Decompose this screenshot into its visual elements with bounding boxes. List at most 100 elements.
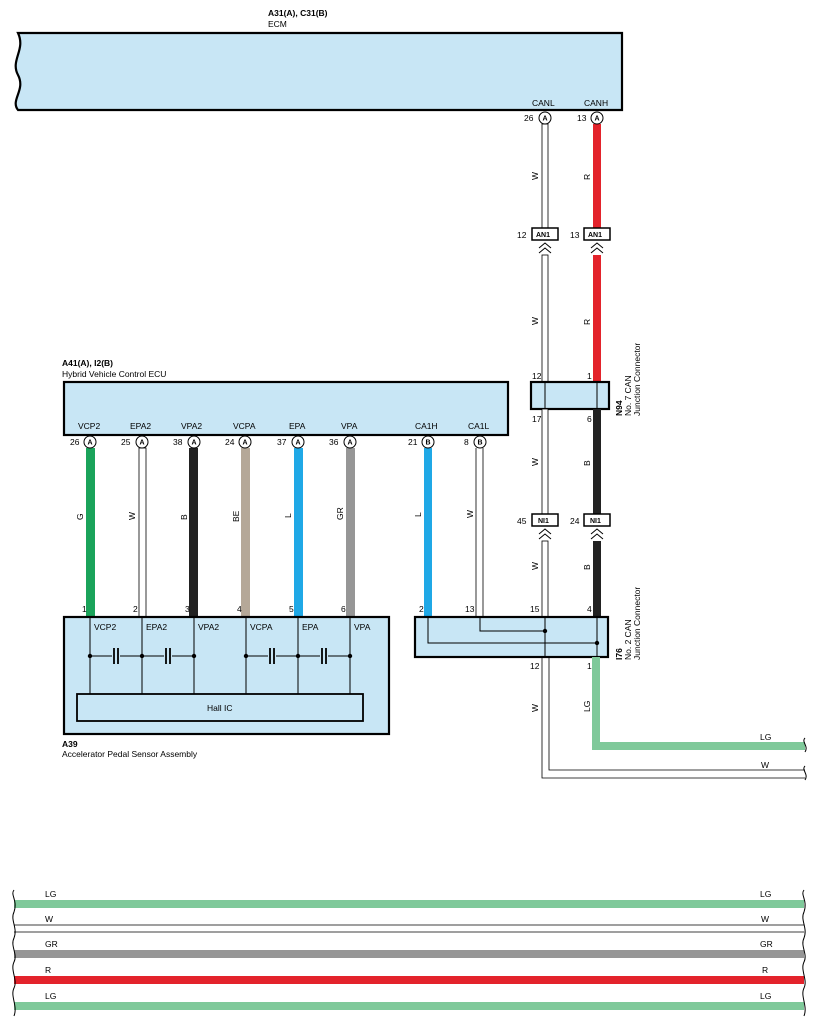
hv-pin-vcpa-circle — [238, 435, 252, 449]
chevron-ni1-w-icon — [538, 528, 552, 540]
sensor-pin-6-num: 6 — [341, 604, 346, 614]
wire-ca1l — [475, 448, 484, 617]
hv-pin-ca1h-num: 21 — [408, 437, 418, 447]
connector-ni1-w — [531, 513, 559, 527]
n94-label: N94 No. 7 CAN Junction Connector — [614, 343, 642, 416]
wire-label-ni1-b: B — [582, 564, 592, 570]
hv-pin-vcp2-num: 26 — [70, 437, 80, 447]
connector-ni1-b-label: NI1 — [590, 518, 601, 525]
hv-pin-epa-num: 37 — [277, 437, 287, 447]
i76-pin-top-b: 4 — [587, 604, 592, 614]
connector-an1-canl-label: AN1 — [536, 232, 550, 239]
sensor-pin-2-num: 2 — [133, 604, 138, 614]
wire-n94-w — [541, 408, 549, 515]
hv-pin-ca1l-num: 8 — [464, 437, 469, 447]
hv-pin-vpa2: VPA2 A 38 B — [173, 421, 202, 520]
wire-label-ni1-w: W — [530, 562, 540, 570]
wire-vpa2 — [189, 448, 198, 617]
connector-an1-canl — [531, 227, 559, 241]
bus-gr-wire — [14, 950, 804, 958]
connector-ni1-w-label: NI1 — [538, 518, 549, 525]
hv-pin-vpa2-name: VPA2 — [181, 421, 202, 431]
hv-pin-epa2-wire: W — [127, 512, 137, 520]
wire-vcpa — [241, 448, 250, 617]
hv-pin-vpa2-circle — [187, 435, 201, 449]
hv-pin-vcp2-name: VCP2 — [78, 421, 100, 431]
wire-ni1-b — [593, 541, 601, 617]
bottom-bus-lg-1: LG LG — [14, 889, 804, 908]
ecm-name: ECM — [268, 19, 287, 29]
bus-lg-1-wire — [14, 900, 804, 908]
i76-line1: No. 2 CAN — [623, 619, 633, 660]
sensor-junction-dots — [87, 653, 353, 659]
hv-pin-vcp2-circle — [83, 435, 97, 449]
bottom-left-break-icon — [12, 889, 16, 1017]
wire-epa2 — [138, 447, 147, 618]
hv-pin-epa2-circle — [135, 435, 149, 449]
i76-ref: I76 — [614, 648, 624, 660]
i76-pin-bot-w: 12 — [530, 661, 540, 671]
pedal-name: Accelerator Pedal Sensor Assembly — [62, 749, 198, 759]
wire-label-canh-upper: R — [582, 174, 592, 180]
n94-box — [529, 380, 611, 411]
wire-canh-upper — [593, 124, 601, 228]
bus-r-label-right: R — [762, 965, 768, 975]
hv-pin-ca1l: CA1L B 8 W — [464, 421, 490, 518]
right-exit-break-icon — [803, 737, 807, 781]
connector-ni1-b — [583, 513, 611, 527]
n94-pin-bot-w: 17 — [532, 414, 542, 424]
bus-r-wire — [14, 976, 804, 984]
bus-w-label-left: W — [45, 914, 53, 924]
bottom-bus-r: R R — [14, 965, 804, 984]
i76-pin-bot-lg: 1 — [587, 661, 592, 671]
sensor-pin-vcp2: VCP2 — [94, 622, 116, 632]
i76-pin-ca1l: 13 — [465, 604, 475, 614]
wire-i76-lg — [592, 657, 805, 750]
sensor-pin-vpa: VPA — [354, 622, 371, 632]
wire-i76-w — [541, 657, 805, 779]
n94-pin-top-r: 1 — [587, 371, 592, 381]
i76-dot-canl — [542, 628, 548, 634]
wire-label-n94-b: B — [582, 460, 592, 466]
pedal-ref: A39 — [62, 739, 78, 749]
hv-pin-vpa-wire: GR — [335, 507, 345, 520]
sensor-pin-5-num: 5 — [289, 604, 294, 614]
hv-pin-epa-wire: L — [283, 513, 293, 518]
hv-pin-vcp2: VCP2 A 26 G — [70, 421, 100, 520]
sensor-pin-numbers: 1 2 3 4 5 6 — [82, 604, 346, 614]
hv-pin-ca1l-name: CA1L — [468, 421, 490, 431]
right-exit-lg-label: LG — [760, 732, 771, 742]
wire-ni1-w — [541, 540, 549, 618]
i76-internal-wiring — [427, 617, 598, 657]
hv-pin-vpa: VPA A 36 GR — [329, 421, 358, 520]
bottom-bus-lg-2: LG LG — [14, 991, 804, 1010]
ecm-pin-canh-circle — [590, 111, 604, 125]
connector-an1-canl-num: 12 — [517, 230, 527, 240]
hv-pin-epa: EPA A 37 L — [277, 421, 306, 518]
bottom-bus-w: W W — [14, 914, 804, 933]
ecm-pin-canh-num: 13 — [577, 113, 587, 123]
connector-an1-canh-label: AN1 — [588, 232, 602, 239]
bus-lg-2-label-left: LG — [45, 991, 56, 1001]
hv-pin-epa2-name: EPA2 — [130, 421, 151, 431]
sensor-pin-4-num: 4 — [237, 604, 242, 614]
hv-pin-ca1h: CA1H B 21 L — [408, 421, 438, 517]
hv-ecu-box — [62, 380, 510, 437]
hv-pin-vpa-circle — [343, 435, 357, 449]
ecm-pin-canl-conn: A — [543, 116, 548, 123]
hv-pin-vpa2-wire: B — [179, 514, 189, 520]
hv-pin-vpa2-num: 38 — [173, 437, 183, 447]
sensor-pin-1-num: 1 — [82, 604, 87, 614]
i76-pin-top-w: 15 — [530, 604, 540, 614]
hv-pin-vcpa-num: 24 — [225, 437, 235, 447]
hv-pin-vpa-name: VPA — [341, 421, 358, 431]
hv-pin-vcpa: VCPA A 24 BE — [225, 421, 256, 522]
hv-pin-vpa-conn: A — [348, 440, 353, 447]
sensor-pin-vpa2: VPA2 — [198, 622, 219, 632]
sensor-pin-epa: EPA — [302, 622, 319, 632]
wire-label-canl-upper: W — [530, 172, 540, 180]
n94-line1: No. 7 CAN — [623, 375, 633, 416]
chevron-an1-canh-icon — [590, 242, 604, 254]
n94-pin-top-w: 12 — [532, 371, 542, 381]
wire-label-i76-lg: LG — [582, 701, 592, 712]
